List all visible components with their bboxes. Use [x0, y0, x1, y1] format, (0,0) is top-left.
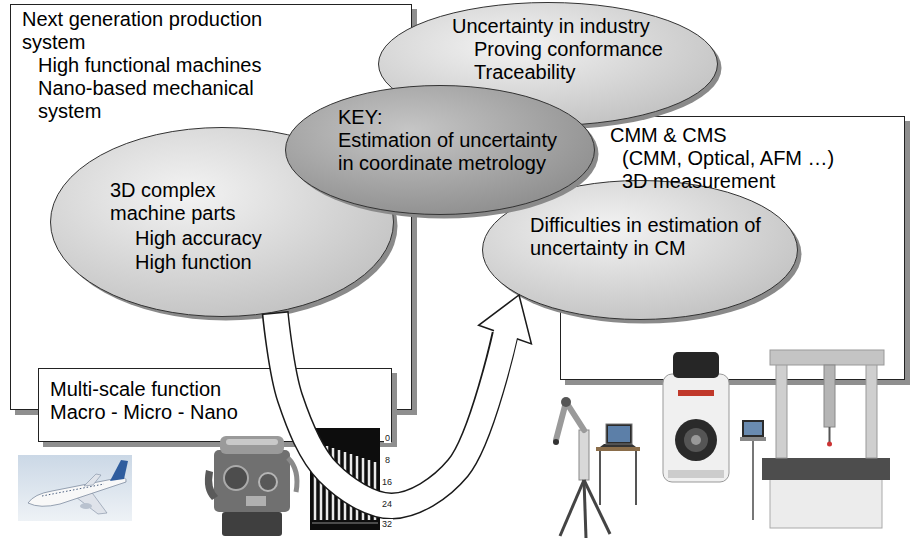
box-shape	[561, 117, 905, 380]
node-heading: Difficulties in estimation of uncertaint…	[530, 214, 762, 260]
key-ellipse: KEY:Estimation of uncertainty in coordin…	[285, 85, 595, 215]
arm-cmm-photo	[561, 397, 571, 407]
node-heading: CMM & CMS	[610, 124, 810, 147]
node-item: 3D measurement	[622, 170, 822, 193]
cmm-machine-photo	[744, 422, 762, 435]
engine-photo	[246, 496, 266, 506]
arm-cmm-photo	[596, 447, 640, 451]
cmm-machine-photo	[770, 350, 884, 365]
afm-surface-plot	[312, 523, 378, 524]
node-item: Macro - Micro - Nano	[50, 401, 300, 424]
laser-tracker-photo	[678, 390, 714, 396]
cmm-machine-photo	[776, 362, 787, 458]
laser-tracker-photo	[691, 435, 701, 445]
axis-tick-label: 16	[381, 477, 393, 487]
arm-cmm-photo	[635, 451, 637, 505]
cmm-machine-photo	[770, 478, 882, 528]
airplane-photo	[80, 503, 92, 509]
node-item: High functional machines	[38, 54, 298, 77]
airplane-photo	[28, 478, 126, 507]
engine-photo	[205, 436, 297, 536]
cmm-machine-photo	[824, 365, 835, 427]
engine-photo	[226, 439, 278, 445]
cmm-machine-photo	[829, 427, 831, 442]
arm-cmm-photo	[553, 397, 640, 538]
arm-cmm-photo	[556, 402, 584, 440]
cmm-machine-photo	[827, 442, 832, 447]
laser-tracker-photo	[663, 374, 729, 482]
cmm-machine-photo	[866, 362, 877, 458]
box-shape	[39, 369, 392, 442]
box-shape	[11, 5, 412, 410]
engine-photo	[214, 450, 290, 512]
ellipse-shape	[483, 181, 798, 320]
cmm-machine-photo	[752, 441, 754, 520]
node-item: High accuracy	[135, 227, 335, 250]
airplane-photo	[18, 455, 132, 521]
arm-cmm-photo	[560, 480, 584, 536]
laser-tracker-photo	[673, 352, 719, 378]
engine-photo	[220, 436, 284, 454]
arm-cmm-photo	[584, 480, 586, 538]
node-item: Traceability	[474, 61, 674, 84]
arm-cmm-photo	[553, 439, 559, 445]
engine-photo	[205, 470, 218, 500]
cmm-machine-photo	[740, 437, 766, 441]
node-item: High function	[135, 251, 335, 274]
airplane-photo	[110, 460, 128, 481]
topic-box: Next generation production systemHigh fu…	[10, 4, 412, 410]
airplane-photo	[84, 474, 101, 486]
engine-photo	[259, 473, 277, 491]
engine-photo	[224, 466, 248, 490]
ellipse-shape	[286, 86, 595, 215]
topic-box: Multi-scale functionMacro - Micro - Nano	[38, 368, 392, 442]
laser-tracker-photo	[684, 428, 708, 452]
cmm-machine-photo	[762, 458, 890, 480]
arm-cmm-photo	[584, 480, 610, 534]
engine-photo	[288, 458, 297, 492]
node-item: Estimation of uncertainty in coordinate …	[338, 129, 570, 175]
node-heading: 3D complex machine parts	[110, 179, 260, 225]
node-heading: Next generation production system	[22, 8, 284, 54]
laser-tracker-photo	[675, 419, 717, 461]
arm-cmm-photo	[579, 430, 589, 480]
topic-box: CMM & CMS(CMM, Optical, AFM …)3D measure…	[560, 116, 905, 380]
node-heading: Uncertainty in industry	[452, 15, 692, 38]
laser-tracker-photo	[668, 470, 724, 478]
airplane-photo	[42, 484, 104, 496]
node-item: (CMM, Optical, AFM …)	[622, 147, 872, 170]
node-item: Proving conformance	[474, 38, 694, 61]
arm-cmm-photo	[606, 424, 632, 444]
topic-ellipse: Uncertainty in industryProving conforman…	[378, 2, 718, 126]
cmm-machine-photo	[742, 420, 764, 437]
node-item: Nano-based mechanical system	[38, 77, 300, 123]
arm-cmm-photo	[608, 426, 630, 442]
axis-tick-label: 0	[384, 433, 391, 443]
engine-photo	[222, 512, 282, 536]
axis-tick-label: 24	[381, 499, 393, 509]
arm-cmm-photo	[599, 451, 601, 505]
axis-tick-label: 8	[384, 455, 391, 465]
topic-ellipse: Difficulties in estimation of uncertaint…	[482, 180, 798, 320]
axis-tick-label: 32	[381, 519, 393, 529]
airplane-photo	[18, 455, 132, 521]
node-heading: Multi-scale function	[50, 378, 300, 401]
node-heading: KEY:	[338, 106, 398, 129]
